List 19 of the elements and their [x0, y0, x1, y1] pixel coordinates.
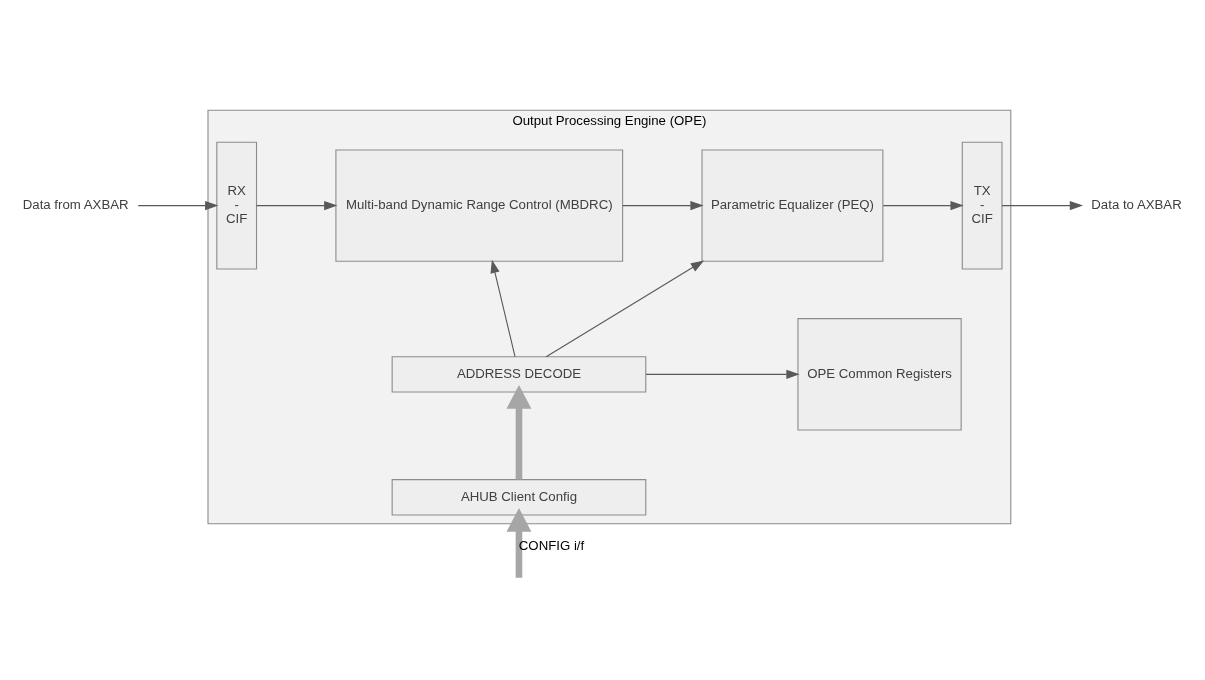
node-box: Multi-band Dynamic Range Control (MBDRC) — [335, 149, 624, 262]
arrow — [622, 201, 704, 211]
node-text: Data to AXBAR — [1091, 197, 1182, 213]
arrow — [256, 201, 338, 211]
arrow — [545, 260, 705, 358]
arrow — [882, 201, 964, 211]
arrow — [137, 201, 219, 211]
node-box: AHUB Client Config — [391, 479, 647, 516]
node-box: RX - CIF — [216, 141, 258, 270]
edge-label: CONFIG i/f — [518, 537, 585, 553]
arrow — [645, 369, 800, 379]
arrow — [506, 384, 532, 480]
arrow — [490, 259, 516, 358]
node-box: OPE Common Registers — [797, 318, 962, 431]
node-box: TX - CIF — [961, 141, 1003, 270]
arrow — [1001, 201, 1083, 211]
node-box: ADDRESS DECODE — [391, 356, 647, 393]
node-text: Data from AXBAR — [22, 197, 129, 213]
node-box: Parametric Equalizer (PEQ) — [701, 149, 884, 262]
